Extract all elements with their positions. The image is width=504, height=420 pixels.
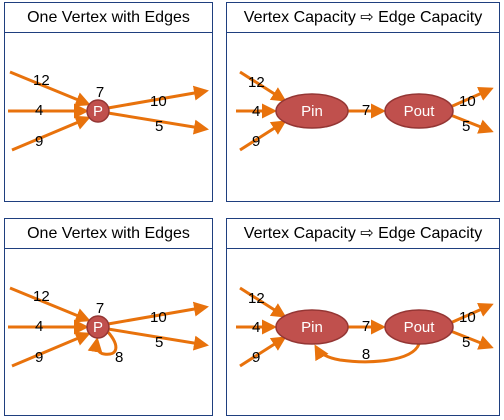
panel-title: Vertex Capacity ⇨ Edge Capacity — [227, 3, 499, 33]
edge-label-8: 8 — [362, 346, 370, 363]
capacity-label-7: 7 — [362, 102, 370, 119]
out-edge-5 — [447, 328, 494, 350]
pin-node — [275, 309, 349, 345]
in-edge-9 — [239, 120, 287, 152]
diagram-split: Pin Pout 7 12 4 9 10 5 — [236, 70, 494, 152]
back-edge-8 — [314, 343, 421, 364]
vertex-label: P — [93, 103, 103, 120]
edge-label-10: 10 — [150, 309, 167, 326]
in-edge-9 — [11, 331, 91, 368]
pin-node — [275, 93, 349, 129]
edge-label-10: 10 — [459, 93, 476, 110]
panel-title: Vertex Capacity ⇨ Edge Capacity — [227, 219, 499, 249]
edge-label-4: 4 — [35, 102, 43, 119]
edge-label-9: 9 — [35, 349, 43, 366]
vertex-capacity-label: 7 — [96, 300, 104, 317]
edge-label-9: 9 — [252, 349, 260, 366]
pin-label: Pin — [301, 319, 323, 336]
out-edge-10 — [107, 85, 209, 110]
pout-node — [384, 93, 454, 129]
edge-label-10: 10 — [459, 309, 476, 326]
loop-edge-8 — [87, 331, 118, 356]
edge-label-5: 5 — [155, 334, 163, 351]
panel-title: One Vertex with Edges — [5, 3, 212, 33]
edge-label-12: 12 — [248, 74, 265, 91]
edge-label-12: 12 — [33, 72, 50, 89]
diagram-vertex: P 7 12 4 9 10 5 — [8, 70, 209, 152]
edge-label-4: 4 — [252, 103, 260, 120]
capacity-label-7: 7 — [362, 318, 370, 335]
diagram-split-loop: Pin Pout 7 12 4 9 10 5 8 — [236, 286, 494, 368]
out-edge-5 — [107, 327, 209, 351]
panel-top-left: One Vertex with Edges — [4, 2, 213, 202]
in-edge-9 — [239, 336, 287, 368]
pin-label: Pin — [301, 103, 323, 120]
edge-label-5: 5 — [462, 118, 470, 135]
in-edge-9 — [11, 115, 91, 152]
pout-node — [384, 309, 454, 345]
in-edge-12 — [239, 70, 287, 102]
edge-label-9: 9 — [252, 133, 260, 150]
edge-label-10: 10 — [150, 93, 167, 110]
pout-label: Pout — [404, 319, 436, 336]
panel-title: One Vertex with Edges — [5, 219, 212, 249]
edge-label-4: 4 — [35, 318, 43, 335]
in-edge-12 — [9, 286, 91, 323]
vertex-label: P — [93, 319, 103, 336]
edge-label-8: 8 — [115, 349, 123, 366]
diagram-vertex-loop: P 7 12 4 9 10 5 8 — [8, 286, 209, 368]
out-edge-10 — [447, 302, 494, 326]
vertex-node — [86, 315, 110, 339]
out-edge-5 — [447, 112, 494, 134]
in-edge-12 — [9, 70, 91, 107]
vertex-capacity-label: 7 — [96, 84, 104, 101]
panel-bottom-left: One Vertex with Edges — [4, 218, 213, 416]
edge-label-12: 12 — [248, 290, 265, 307]
out-edge-10 — [447, 86, 494, 110]
edge-label-9: 9 — [35, 133, 43, 150]
edge-label-5: 5 — [155, 118, 163, 135]
pout-label: Pout — [404, 103, 436, 120]
in-edge-12 — [239, 286, 287, 318]
edge-label-5: 5 — [462, 334, 470, 351]
out-edge-10 — [107, 301, 209, 326]
edge-label-12: 12 — [33, 288, 50, 305]
out-edge-5 — [107, 111, 209, 135]
panel-top-right: Vertex Capacity ⇨ Edge Capacity — [226, 2, 500, 202]
edge-label-4: 4 — [252, 319, 260, 336]
vertex-node — [86, 99, 110, 123]
